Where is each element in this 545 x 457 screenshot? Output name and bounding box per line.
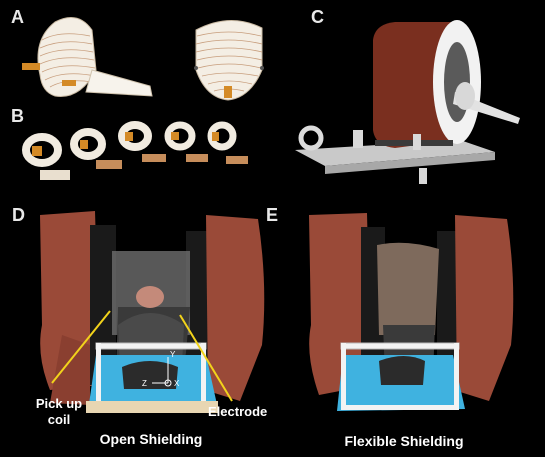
electrode-arrow [179,314,233,402]
panel-e-flexible-shielding-image [309,213,514,411]
panel-label-e: E [266,205,279,225]
axis-z-label: Z [142,379,147,388]
pickup-coil-frame [95,342,207,350]
axis-x-marker [164,379,172,387]
magnet-right [186,215,265,401]
panel-a-coils-image [22,17,264,101]
pickup-coil-arrow [51,310,111,384]
ring-coil-4 [164,121,208,162]
pickup-coil-label-line2: coil [47,412,71,427]
ring-coil-3 [118,121,166,162]
magnet-left [40,211,116,405]
pickup-coil-label: Pick up coil [24,396,94,428]
axis-y-label: Y [170,350,176,359]
panel-label-d: D [12,205,25,225]
panel-b-ring-coils-image [22,121,248,180]
panel-label-b: B [11,106,24,126]
ring-coil-1 [22,133,70,180]
ring-coil-2 [70,128,122,169]
pickup-coil-label-line1: Pick up [35,396,83,411]
helmet-coil-left [22,17,153,97]
caption-flexible-shielding: Flexible Shielding [344,433,464,449]
pickup-coil-frame-e [340,342,460,350]
flexible-shield-drape [377,242,439,335]
panel-d-open-shielding-image [40,211,265,413]
ring-coil-5 [207,121,248,164]
panel-label-c: C [311,7,324,27]
electrode-label: Electrode [208,404,268,419]
panel-label-a: A [11,7,24,27]
panel-c-cad-model-image [295,20,520,184]
caption-open-shielding: Open Shielding [99,431,203,447]
helmet-coil-right [194,19,264,101]
axis-x-label: X [174,379,180,388]
